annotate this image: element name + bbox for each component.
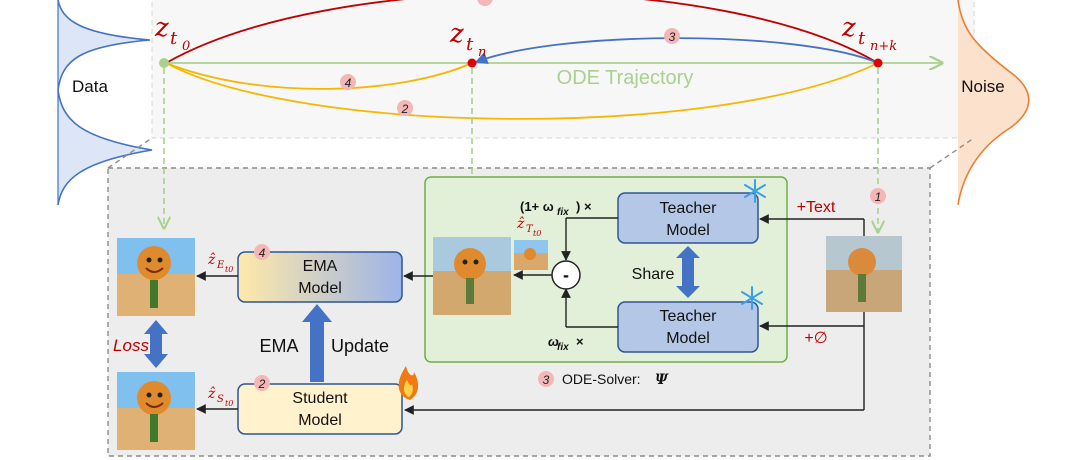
svg-text:EMA: EMA bbox=[303, 258, 338, 275]
svg-text:T: T bbox=[526, 224, 534, 235]
yellow-path-4 bbox=[165, 62, 473, 90]
svg-text:z: z bbox=[841, 13, 856, 43]
loss-arrow bbox=[144, 320, 168, 368]
data-distribution bbox=[57, 0, 153, 206]
share-label: Share bbox=[632, 266, 675, 283]
svg-text:Model: Model bbox=[666, 222, 710, 239]
svg-text:t0: t0 bbox=[533, 229, 541, 238]
step-4-badge bbox=[340, 74, 356, 90]
student-badge bbox=[254, 375, 270, 391]
svg-text:n: n bbox=[478, 45, 486, 60]
step-3-badge bbox=[664, 28, 680, 44]
teacher-model-bottom: Teacher Model bbox=[617, 301, 759, 353]
svg-text:fix: fix bbox=[557, 342, 569, 353]
z-hat-S-label: ẑ S t0 bbox=[207, 385, 233, 408]
data-label: Data bbox=[72, 77, 108, 96]
z-hat-E-label: ẑ E t0 bbox=[207, 251, 233, 274]
svg-text:) ×: ) × bbox=[576, 199, 592, 214]
svg-text:Teacher: Teacher bbox=[660, 308, 718, 325]
svg-text:Model: Model bbox=[666, 330, 710, 347]
svg-text:z: z bbox=[154, 13, 169, 43]
label-ztnk: z t n+k bbox=[841, 13, 897, 54]
step-2-badge bbox=[397, 100, 413, 116]
teacher-model-top: Teacher Model bbox=[617, 192, 759, 244]
svg-text:fix: fix bbox=[557, 207, 569, 218]
svg-text:(1+ ω: (1+ ω bbox=[520, 199, 554, 214]
solver-caption-number: 3 bbox=[543, 373, 550, 387]
student-output-image bbox=[117, 372, 195, 450]
svg-text:t: t bbox=[466, 34, 474, 55]
svg-text:Teacher: Teacher bbox=[660, 200, 718, 217]
ema-badge-number: 4 bbox=[259, 246, 266, 260]
snowflake-icon bbox=[741, 286, 763, 310]
svg-text:ω: ω bbox=[548, 334, 559, 349]
svg-text:n+k: n+k bbox=[870, 39, 897, 54]
svg-text:ẑ: ẑ bbox=[207, 385, 216, 402]
ema-model: EMA Model bbox=[237, 251, 403, 303]
ema-update-arrow bbox=[302, 304, 332, 382]
snowflake-icon bbox=[744, 179, 766, 203]
solver-caption-badge bbox=[538, 371, 554, 387]
step-2-number: 2 bbox=[401, 102, 409, 116]
solver-caption-psi: Ψ bbox=[655, 372, 669, 388]
loss-label: Loss bbox=[113, 336, 149, 355]
text-condition-label: +Text bbox=[797, 199, 836, 216]
solver-caption: ODE-Solver: bbox=[562, 371, 641, 387]
z-hat-T-label: ẑ T t0 bbox=[516, 215, 541, 238]
ema-badge bbox=[254, 244, 270, 260]
ema-label: EMA bbox=[259, 336, 298, 356]
coef-bottom-label: ω fix × bbox=[548, 334, 584, 353]
svg-text:Student: Student bbox=[292, 390, 348, 407]
ode-trajectory-label: ODE Trajectory bbox=[557, 67, 694, 89]
fire-icon bbox=[398, 366, 419, 400]
step-4-number: 4 bbox=[345, 76, 352, 90]
null-condition-label: +∅ bbox=[804, 330, 827, 347]
student-model: Student Model bbox=[237, 383, 403, 435]
svg-text:t0: t0 bbox=[225, 265, 233, 274]
yellow-path-2 bbox=[165, 62, 879, 120]
svg-text:t: t bbox=[170, 28, 178, 49]
step-3-number: 3 bbox=[669, 30, 676, 44]
step-1-number: 1 bbox=[875, 190, 882, 204]
noise-label: Noise bbox=[961, 77, 1004, 96]
point-ztnk bbox=[873, 58, 883, 68]
label-ztn: z t n bbox=[449, 19, 486, 60]
svg-text:×: × bbox=[576, 334, 584, 349]
svg-text:t: t bbox=[858, 28, 866, 49]
trajectory-panel bbox=[151, 0, 975, 139]
ema-output-image bbox=[117, 238, 195, 316]
red-path bbox=[165, 0, 879, 64]
solver-output-image bbox=[433, 237, 511, 315]
update-label: Update bbox=[331, 336, 389, 356]
svg-text:ẑ: ẑ bbox=[516, 215, 525, 232]
svg-text:E: E bbox=[216, 260, 225, 271]
noise-distribution bbox=[957, 0, 1030, 206]
svg-text:S: S bbox=[217, 394, 224, 405]
point-zt0 bbox=[159, 58, 169, 68]
minus-sign: - bbox=[563, 265, 569, 285]
svg-text:t0: t0 bbox=[225, 399, 233, 408]
svg-text:Model: Model bbox=[298, 280, 342, 297]
svg-text:z: z bbox=[449, 19, 464, 49]
svg-text:0: 0 bbox=[182, 39, 190, 54]
svg-text:ẑ: ẑ bbox=[207, 251, 216, 268]
svg-text:Model: Model bbox=[298, 412, 342, 429]
point-ztn bbox=[467, 58, 477, 68]
student-badge-number: 2 bbox=[258, 377, 266, 391]
noisy-image bbox=[826, 236, 902, 312]
step-1-badge bbox=[870, 188, 886, 204]
share-arrow bbox=[676, 246, 700, 298]
coef-top-label: (1+ ω fix ) × bbox=[520, 199, 592, 218]
red-path-badge bbox=[477, 0, 493, 6]
solver-small-image bbox=[514, 240, 548, 270]
label-zt0: z t 0 bbox=[154, 13, 190, 54]
